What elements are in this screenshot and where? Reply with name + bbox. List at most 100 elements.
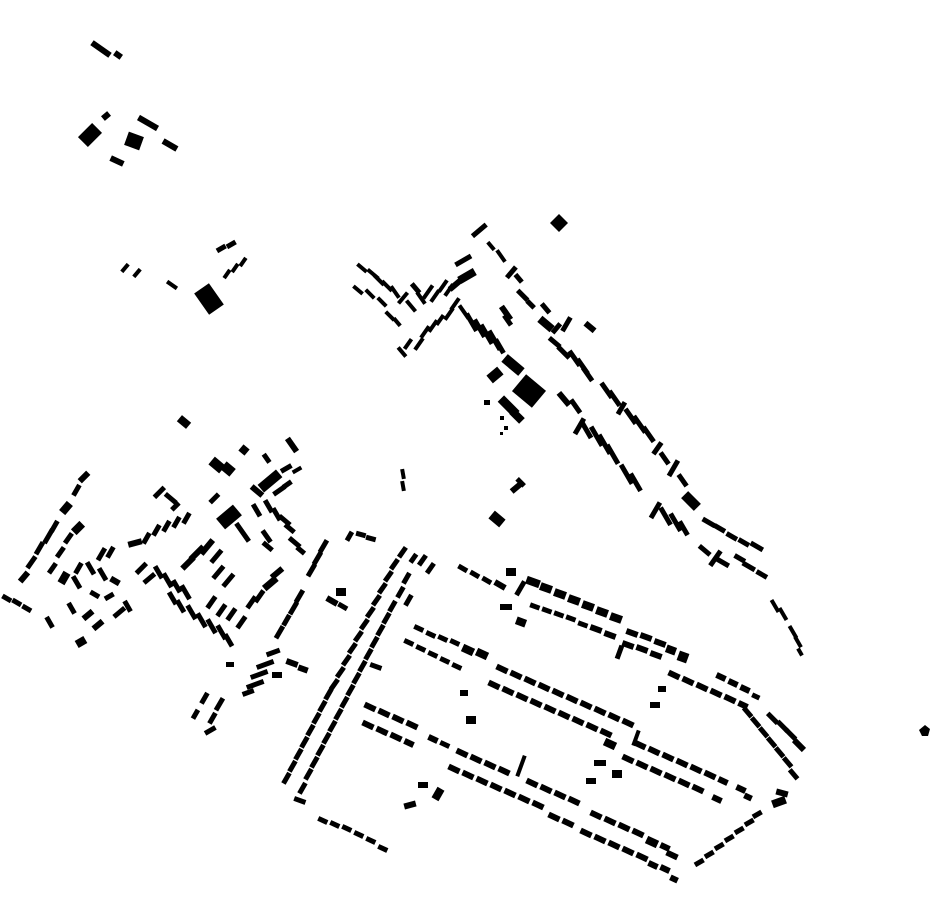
building <box>73 561 84 575</box>
building <box>501 685 515 697</box>
building <box>475 775 489 787</box>
building <box>515 288 530 303</box>
building <box>639 632 653 642</box>
building <box>81 608 95 622</box>
building <box>297 781 308 795</box>
building <box>608 612 624 624</box>
building <box>460 690 468 696</box>
building <box>437 634 449 643</box>
building <box>739 684 751 694</box>
building <box>283 522 296 535</box>
building <box>567 795 581 807</box>
building <box>593 705 607 717</box>
building <box>461 769 475 781</box>
building <box>17 570 31 584</box>
building <box>427 650 439 659</box>
building <box>245 679 265 690</box>
building <box>586 778 596 784</box>
building <box>62 531 74 545</box>
building <box>194 283 224 315</box>
building <box>179 584 192 601</box>
building <box>250 502 263 518</box>
building <box>287 759 298 773</box>
building <box>323 687 334 701</box>
building <box>311 711 322 725</box>
building <box>120 262 130 274</box>
cluster-east-edge <box>769 598 930 736</box>
building <box>733 553 747 564</box>
building <box>709 687 723 699</box>
building <box>109 155 125 167</box>
building <box>517 793 531 805</box>
building <box>238 256 248 268</box>
building <box>538 582 554 594</box>
building <box>487 679 501 691</box>
building <box>743 792 753 802</box>
building <box>261 575 279 592</box>
building <box>181 511 192 525</box>
building <box>723 693 737 705</box>
building <box>514 580 527 597</box>
building <box>602 737 618 751</box>
building <box>607 839 621 851</box>
building <box>470 222 488 239</box>
building <box>91 618 105 632</box>
building <box>403 738 415 748</box>
building <box>387 599 398 613</box>
building <box>176 415 192 429</box>
building <box>376 296 388 308</box>
building <box>561 817 575 829</box>
building <box>454 253 473 268</box>
building <box>337 601 349 612</box>
building <box>529 602 541 611</box>
building <box>541 606 553 615</box>
building <box>703 769 717 781</box>
building <box>234 521 251 543</box>
building <box>209 548 224 565</box>
building <box>443 307 455 321</box>
building <box>658 686 666 692</box>
building <box>281 613 292 627</box>
building <box>550 214 568 232</box>
building <box>241 688 255 697</box>
building <box>500 416 504 420</box>
building <box>466 716 476 724</box>
building <box>321 731 332 745</box>
building <box>580 600 596 612</box>
building <box>261 452 272 464</box>
building <box>460 643 476 657</box>
building <box>594 606 610 618</box>
building <box>70 574 83 590</box>
building <box>124 131 144 151</box>
building <box>325 595 339 607</box>
building <box>388 557 400 571</box>
building <box>741 706 754 719</box>
building <box>571 715 585 727</box>
building <box>787 768 800 781</box>
building <box>607 711 621 723</box>
building <box>363 701 377 713</box>
building <box>449 638 461 647</box>
building <box>771 795 787 809</box>
building <box>647 745 661 757</box>
building <box>163 491 178 505</box>
building <box>336 588 346 596</box>
building <box>361 719 375 731</box>
building <box>403 800 417 810</box>
building <box>293 588 306 604</box>
building <box>215 603 228 618</box>
building <box>261 540 274 553</box>
building <box>550 322 563 335</box>
building <box>484 400 490 405</box>
building <box>389 285 401 299</box>
building <box>364 605 376 619</box>
building <box>84 560 97 576</box>
building <box>113 50 123 60</box>
building <box>405 719 419 731</box>
building <box>235 615 248 630</box>
building <box>375 725 389 737</box>
building <box>370 593 382 607</box>
building <box>220 461 236 477</box>
building <box>305 562 318 578</box>
building <box>358 617 370 631</box>
